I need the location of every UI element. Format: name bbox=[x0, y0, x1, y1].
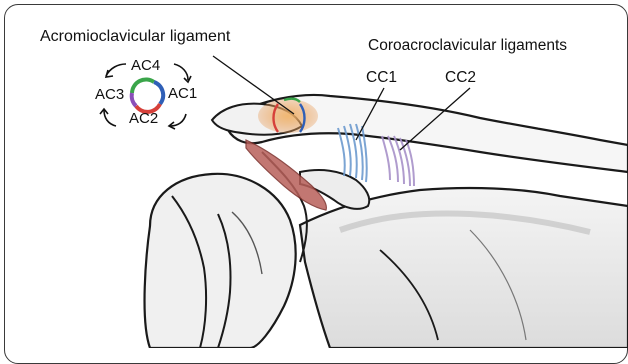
coracoclavicular-ligaments-label: Coroacroclavicular ligaments bbox=[368, 38, 567, 54]
ac4-label: AC4 bbox=[131, 58, 160, 73]
humeral-head bbox=[145, 174, 296, 348]
ac3-label: AC3 bbox=[95, 87, 124, 102]
acromioclavicular-ligament-label: Acromioclavicular ligament bbox=[40, 29, 230, 45]
ac-ring-icon bbox=[132, 79, 163, 111]
cc2-ligament bbox=[382, 136, 414, 186]
ac-ligament-region bbox=[258, 99, 318, 133]
ac1-label: AC1 bbox=[168, 86, 197, 101]
ac2-label: AC2 bbox=[129, 111, 158, 126]
cc1-label: CC1 bbox=[366, 70, 397, 86]
cc2-label: CC2 bbox=[445, 70, 476, 86]
